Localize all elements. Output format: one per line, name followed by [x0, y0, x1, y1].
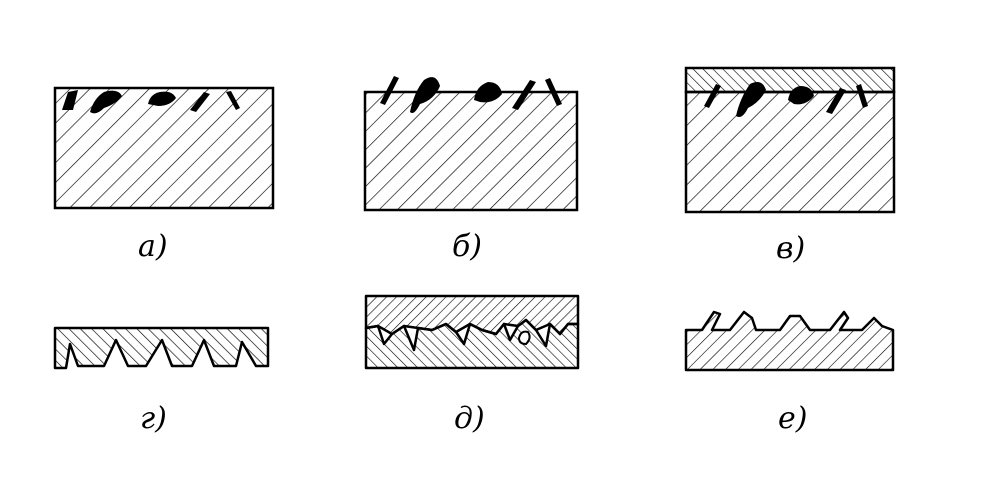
panel-a-inclusion: [90, 90, 122, 114]
panel-b-block: [363, 90, 579, 212]
panel-a-inclusions: [62, 90, 240, 114]
caption-a: а): [138, 229, 168, 264]
panel-v-inclusion: [704, 84, 721, 108]
panel-d-particle: [517, 330, 531, 346]
panel-b-inclusion: [380, 76, 399, 105]
panel-d: [364, 294, 580, 370]
panel-b: [363, 76, 579, 212]
panel-b-inclusion: [474, 82, 502, 103]
panel-v-block: [684, 90, 896, 214]
panel-e: [684, 310, 895, 372]
panel-a-block: [53, 86, 275, 210]
panel-b-inclusion: [512, 80, 536, 110]
panel-b-inclusions: [380, 76, 562, 113]
panel-v-inclusion: [826, 88, 846, 114]
panel-a: [53, 86, 275, 210]
panel-v: [684, 66, 896, 214]
panel-v-inclusion: [736, 82, 766, 117]
panel-a-inclusion: [62, 90, 78, 110]
caption-b: б): [452, 229, 482, 264]
panel-v-inclusion: [856, 84, 868, 108]
panel-b-inclusion: [410, 77, 440, 113]
panel-v-inclusion: [788, 86, 814, 105]
panel-a-inclusion: [190, 92, 210, 112]
panel-g: [53, 326, 270, 370]
caption-d: д): [454, 401, 485, 436]
caption-v: в): [776, 231, 805, 266]
panel-g-profile: [53, 326, 270, 370]
panel-a-inclusion: [226, 91, 240, 110]
panel-e-profile: [684, 310, 895, 372]
panel-a-inclusion: [148, 91, 176, 106]
caption-e: е): [778, 401, 807, 436]
caption-g: г): [140, 401, 167, 436]
panel-b-inclusion: [545, 78, 562, 106]
panel-v-inclusions: [704, 82, 868, 117]
